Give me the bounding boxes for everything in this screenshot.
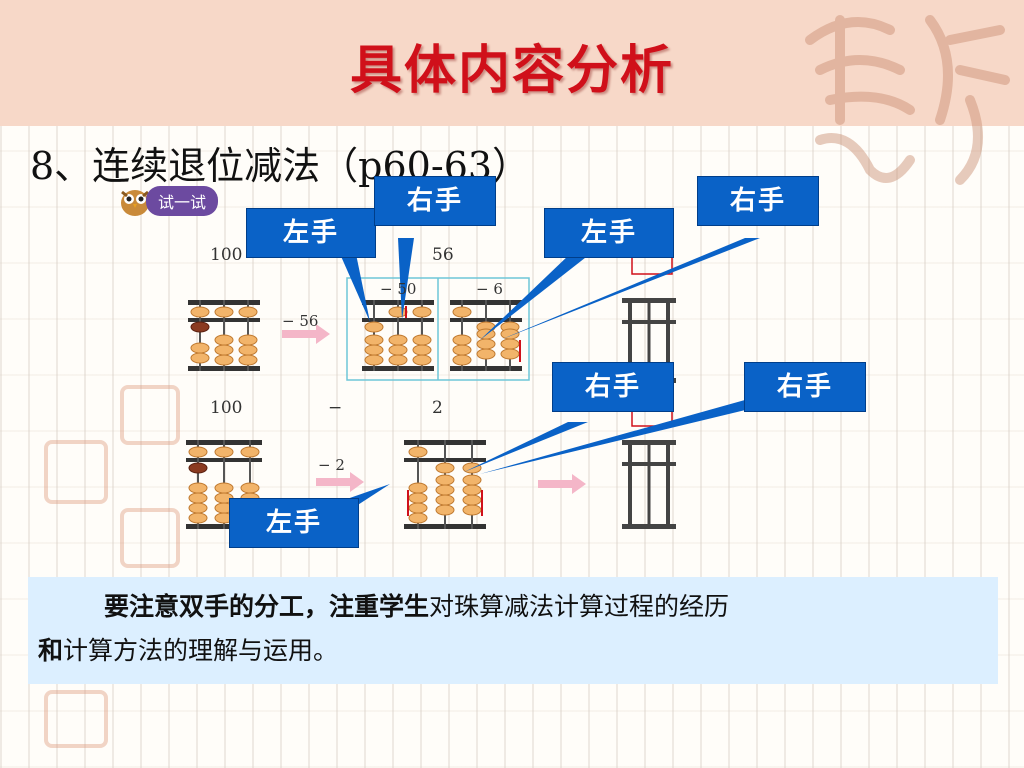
eq2-minuend: 100 (210, 398, 243, 418)
abacus-a (188, 300, 260, 371)
eq2-op: − 2 (318, 456, 345, 474)
abacus-c (450, 300, 522, 371)
watermark-stamp-2 (44, 440, 108, 504)
note-text: 要注意双手的分工，注重学生对珠算减法计算过程的经历 和计算方法的理解与运用。 (38, 585, 983, 673)
watermark-stamp-1 (120, 385, 180, 445)
eq1-value: 56 (432, 245, 454, 265)
header-band (0, 0, 1024, 126)
note-bold-2: 和 (38, 636, 64, 665)
label-right-hand-3: 右手 (552, 362, 674, 412)
watermark-stamp-3 (120, 508, 180, 568)
eq1-step1: − 50 (380, 280, 417, 298)
eq1-step2: − 6 (476, 280, 503, 298)
callout-pointers (340, 238, 770, 510)
abacus-f (404, 440, 486, 529)
label-left-hand-2: 左手 (544, 208, 674, 258)
eq2-minus: − (328, 398, 343, 418)
abacus-g (622, 440, 676, 529)
label-left-hand-1: 左手 (246, 208, 376, 258)
note-box (28, 577, 998, 684)
label-left-hand-3: 左手 (229, 498, 359, 548)
label-right-hand-2: 右手 (697, 176, 819, 226)
owl-icon (121, 190, 149, 216)
note-normal-2: 计算方法的理解与运用。 (63, 636, 339, 665)
watermark-logo-large (790, 0, 1020, 200)
try-label: 试一试 (146, 186, 219, 216)
eq2-value: 2 (432, 398, 443, 418)
note-bold-1: 要注意双手的分工，注重学生 (104, 592, 430, 621)
note-normal-1: 对珠算减法计算过程的经历 (429, 592, 730, 621)
label-right-hand-1: 右手 (374, 176, 496, 226)
label-right-hand-4: 右手 (744, 362, 866, 412)
page-title: 具体内容分析 (349, 40, 674, 101)
eq1-op: − 56 (282, 312, 319, 330)
abacus-b (362, 300, 434, 371)
try-badge: 试一试 (118, 186, 219, 216)
watermark-stamp-4 (44, 690, 108, 748)
eq1-minuend: 100 (210, 245, 243, 265)
